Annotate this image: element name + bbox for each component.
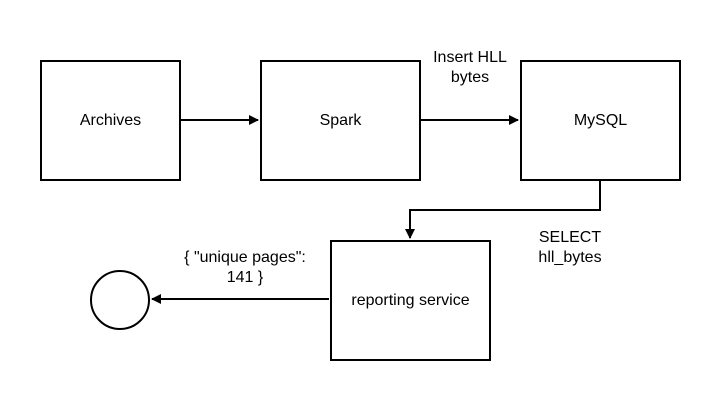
mysql-box: MySQL [520,60,681,181]
spark-box: Spark [260,60,421,181]
archives-label: Archives [79,111,142,129]
reporting-service-label: reporting service [351,291,470,309]
insert-hll-bytes-label: Insert HLL bytes [410,48,530,88]
client-circle [90,270,150,330]
select-label-line-1: SELECT [538,229,602,246]
unique-pages-output-label: { "unique pages": 141 } [160,248,330,288]
arrow-mysql-to-reporting-service [405,181,601,239]
output-label-line-1: { "unique pages": [184,249,306,266]
mysql-label: MySQL [573,111,628,129]
insert-label-line-2: bytes [450,69,490,86]
select-label-line-2: hll_bytes [538,249,602,266]
select-hll-bytes-label: SELECT hll_bytes [510,228,630,268]
archives-box: Archives [40,60,181,181]
reporting-service-box: reporting service [330,240,491,361]
spark-label: Spark [319,111,362,129]
output-label-line-2: 141 } [226,269,264,286]
insert-label-line-1: Insert HLL [433,49,507,66]
